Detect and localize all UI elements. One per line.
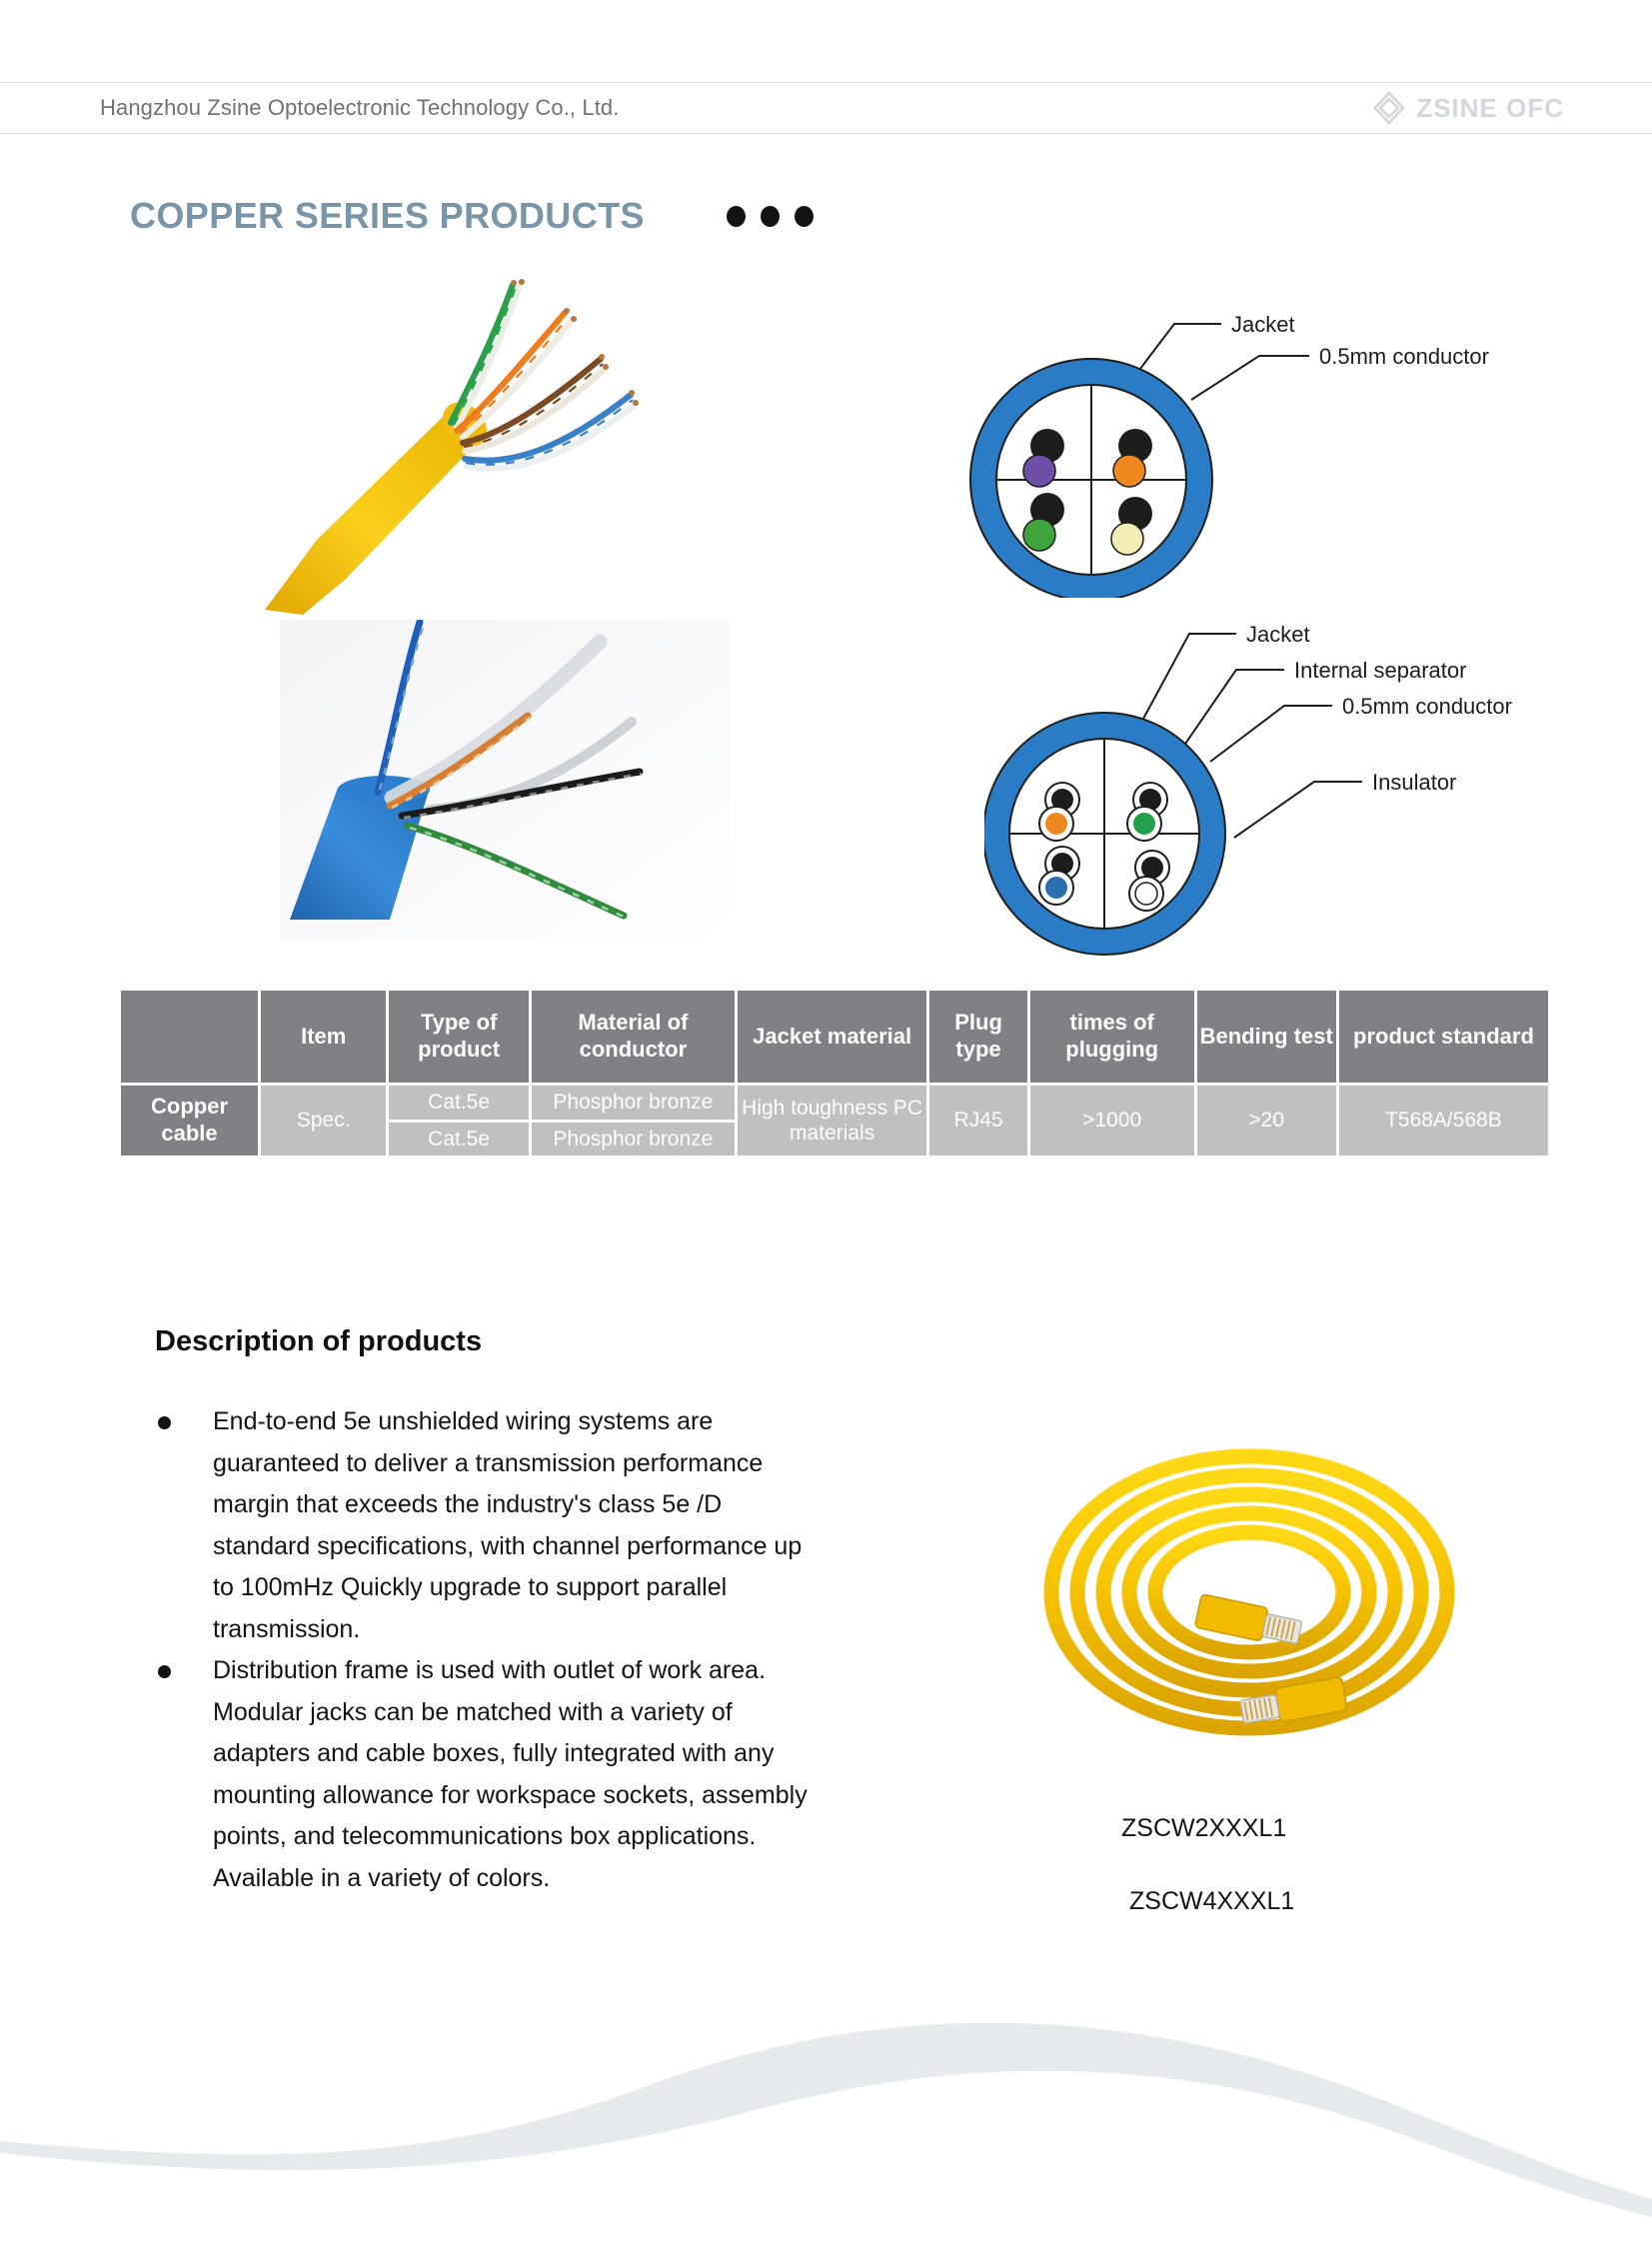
cell-product-standard: T568A/568B bbox=[1338, 1086, 1548, 1156]
diagram2-label-jacket: Jacket bbox=[1246, 622, 1310, 647]
title-dots-decoration bbox=[727, 206, 814, 227]
zsine-diamond-logo-icon bbox=[1373, 91, 1406, 125]
cell-material-of-conductor-1: Phosphor bronze bbox=[531, 1086, 735, 1120]
blue-cat6-cable-photo bbox=[280, 620, 730, 940]
list-item-text: End-to-end 5e unshielded wiring systems … bbox=[213, 1407, 803, 1643]
dot-icon bbox=[761, 206, 780, 227]
table-header-row: Item Type of product Material of conduct… bbox=[121, 991, 1548, 1083]
cell-type-of-product-1: Cat.5e bbox=[389, 1086, 529, 1120]
page-title: COPPER SERIES PRODUCTS bbox=[130, 195, 645, 236]
ftp-cross-section-diagram: Jacket Internal separator 0.5mm conducto… bbox=[984, 622, 1512, 956]
cell-type-of-product-2: Cat.5e bbox=[389, 1122, 529, 1156]
company-name: Hangzhou Zsine Optoelectronic Technology… bbox=[100, 95, 620, 120]
diagram-label-jacket: Jacket bbox=[1231, 312, 1295, 337]
cell-plug-type: RJ45 bbox=[929, 1086, 1027, 1156]
column-header-times-of-plugging: times of plugging bbox=[1029, 991, 1194, 1083]
product-code-2: ZSCW4XXXL1 bbox=[1129, 1887, 1295, 1915]
cell-material-of-conductor-2: Phosphor bronze bbox=[531, 1122, 735, 1156]
yellow-patch-cord-coil-photo bbox=[1043, 1448, 1455, 1736]
table-row: Copper cable Spec. Cat.5e Phosphor bronz… bbox=[121, 1086, 1548, 1156]
brand-logo: ZSINE OFC bbox=[1372, 91, 1564, 125]
description-heading: Description of products bbox=[155, 1325, 483, 1357]
list-item-text: Distribution frame is used with outlet o… bbox=[213, 1656, 808, 1892]
page-header: Hangzhou Zsine Optoelectronic Technology… bbox=[0, 82, 1652, 134]
column-header-jacket-material: Jacket material bbox=[738, 991, 927, 1083]
cell-bending-test: >20 bbox=[1196, 1086, 1336, 1156]
diagram2-label-conductor: 0.5mm conductor bbox=[1342, 694, 1512, 719]
dot-icon bbox=[727, 206, 746, 227]
column-header-product-standard: product standard bbox=[1338, 991, 1548, 1083]
column-header-bending-test: Bending test bbox=[1196, 991, 1336, 1083]
row-header-copper-cable: Copper cable bbox=[121, 1086, 259, 1156]
copper-cable-spec-table: Item Type of product Material of conduct… bbox=[118, 988, 1551, 1158]
column-header-item: Item bbox=[261, 991, 387, 1083]
cell-times-of-plugging: >1000 bbox=[1029, 1086, 1194, 1156]
table-row: Cat.5e Phosphor bronze bbox=[121, 1122, 1548, 1156]
list-item: Distribution frame is used with outlet o… bbox=[148, 1650, 808, 1899]
table-corner-cell bbox=[121, 991, 259, 1083]
diagram2-label-insulator: Insulator bbox=[1372, 770, 1456, 795]
dot-icon bbox=[795, 206, 814, 227]
column-header-plug-type: Plug type bbox=[929, 991, 1027, 1083]
yellow-utp-cable-photo bbox=[265, 279, 639, 615]
column-header-material-of-conductor: Material of conductor bbox=[531, 991, 735, 1083]
cell-jacket-material: High toughness PC materials bbox=[738, 1086, 927, 1156]
diagram2-label-separator: Internal separator bbox=[1294, 658, 1466, 683]
cell-spec-label: Spec. bbox=[261, 1086, 387, 1156]
diagram-label-conductor: 0.5mm conductor bbox=[1319, 344, 1489, 369]
brand-text: ZSINE OFC bbox=[1416, 92, 1564, 123]
footer-wave-decoration bbox=[0, 2022, 1652, 2243]
bullet-icon bbox=[158, 1416, 171, 1429]
product-code-1: ZSCW2XXXL1 bbox=[1121, 1814, 1287, 1842]
column-header-type-of-product: Type of product bbox=[389, 991, 529, 1083]
description-bullet-list: End-to-end 5e unshielded wiring systems … bbox=[148, 1401, 808, 1899]
list-item: End-to-end 5e unshielded wiring systems … bbox=[148, 1401, 808, 1650]
bullet-icon bbox=[158, 1665, 171, 1678]
utp-cross-section-diagram: Jacket 0.5mm conductor bbox=[969, 312, 1489, 598]
